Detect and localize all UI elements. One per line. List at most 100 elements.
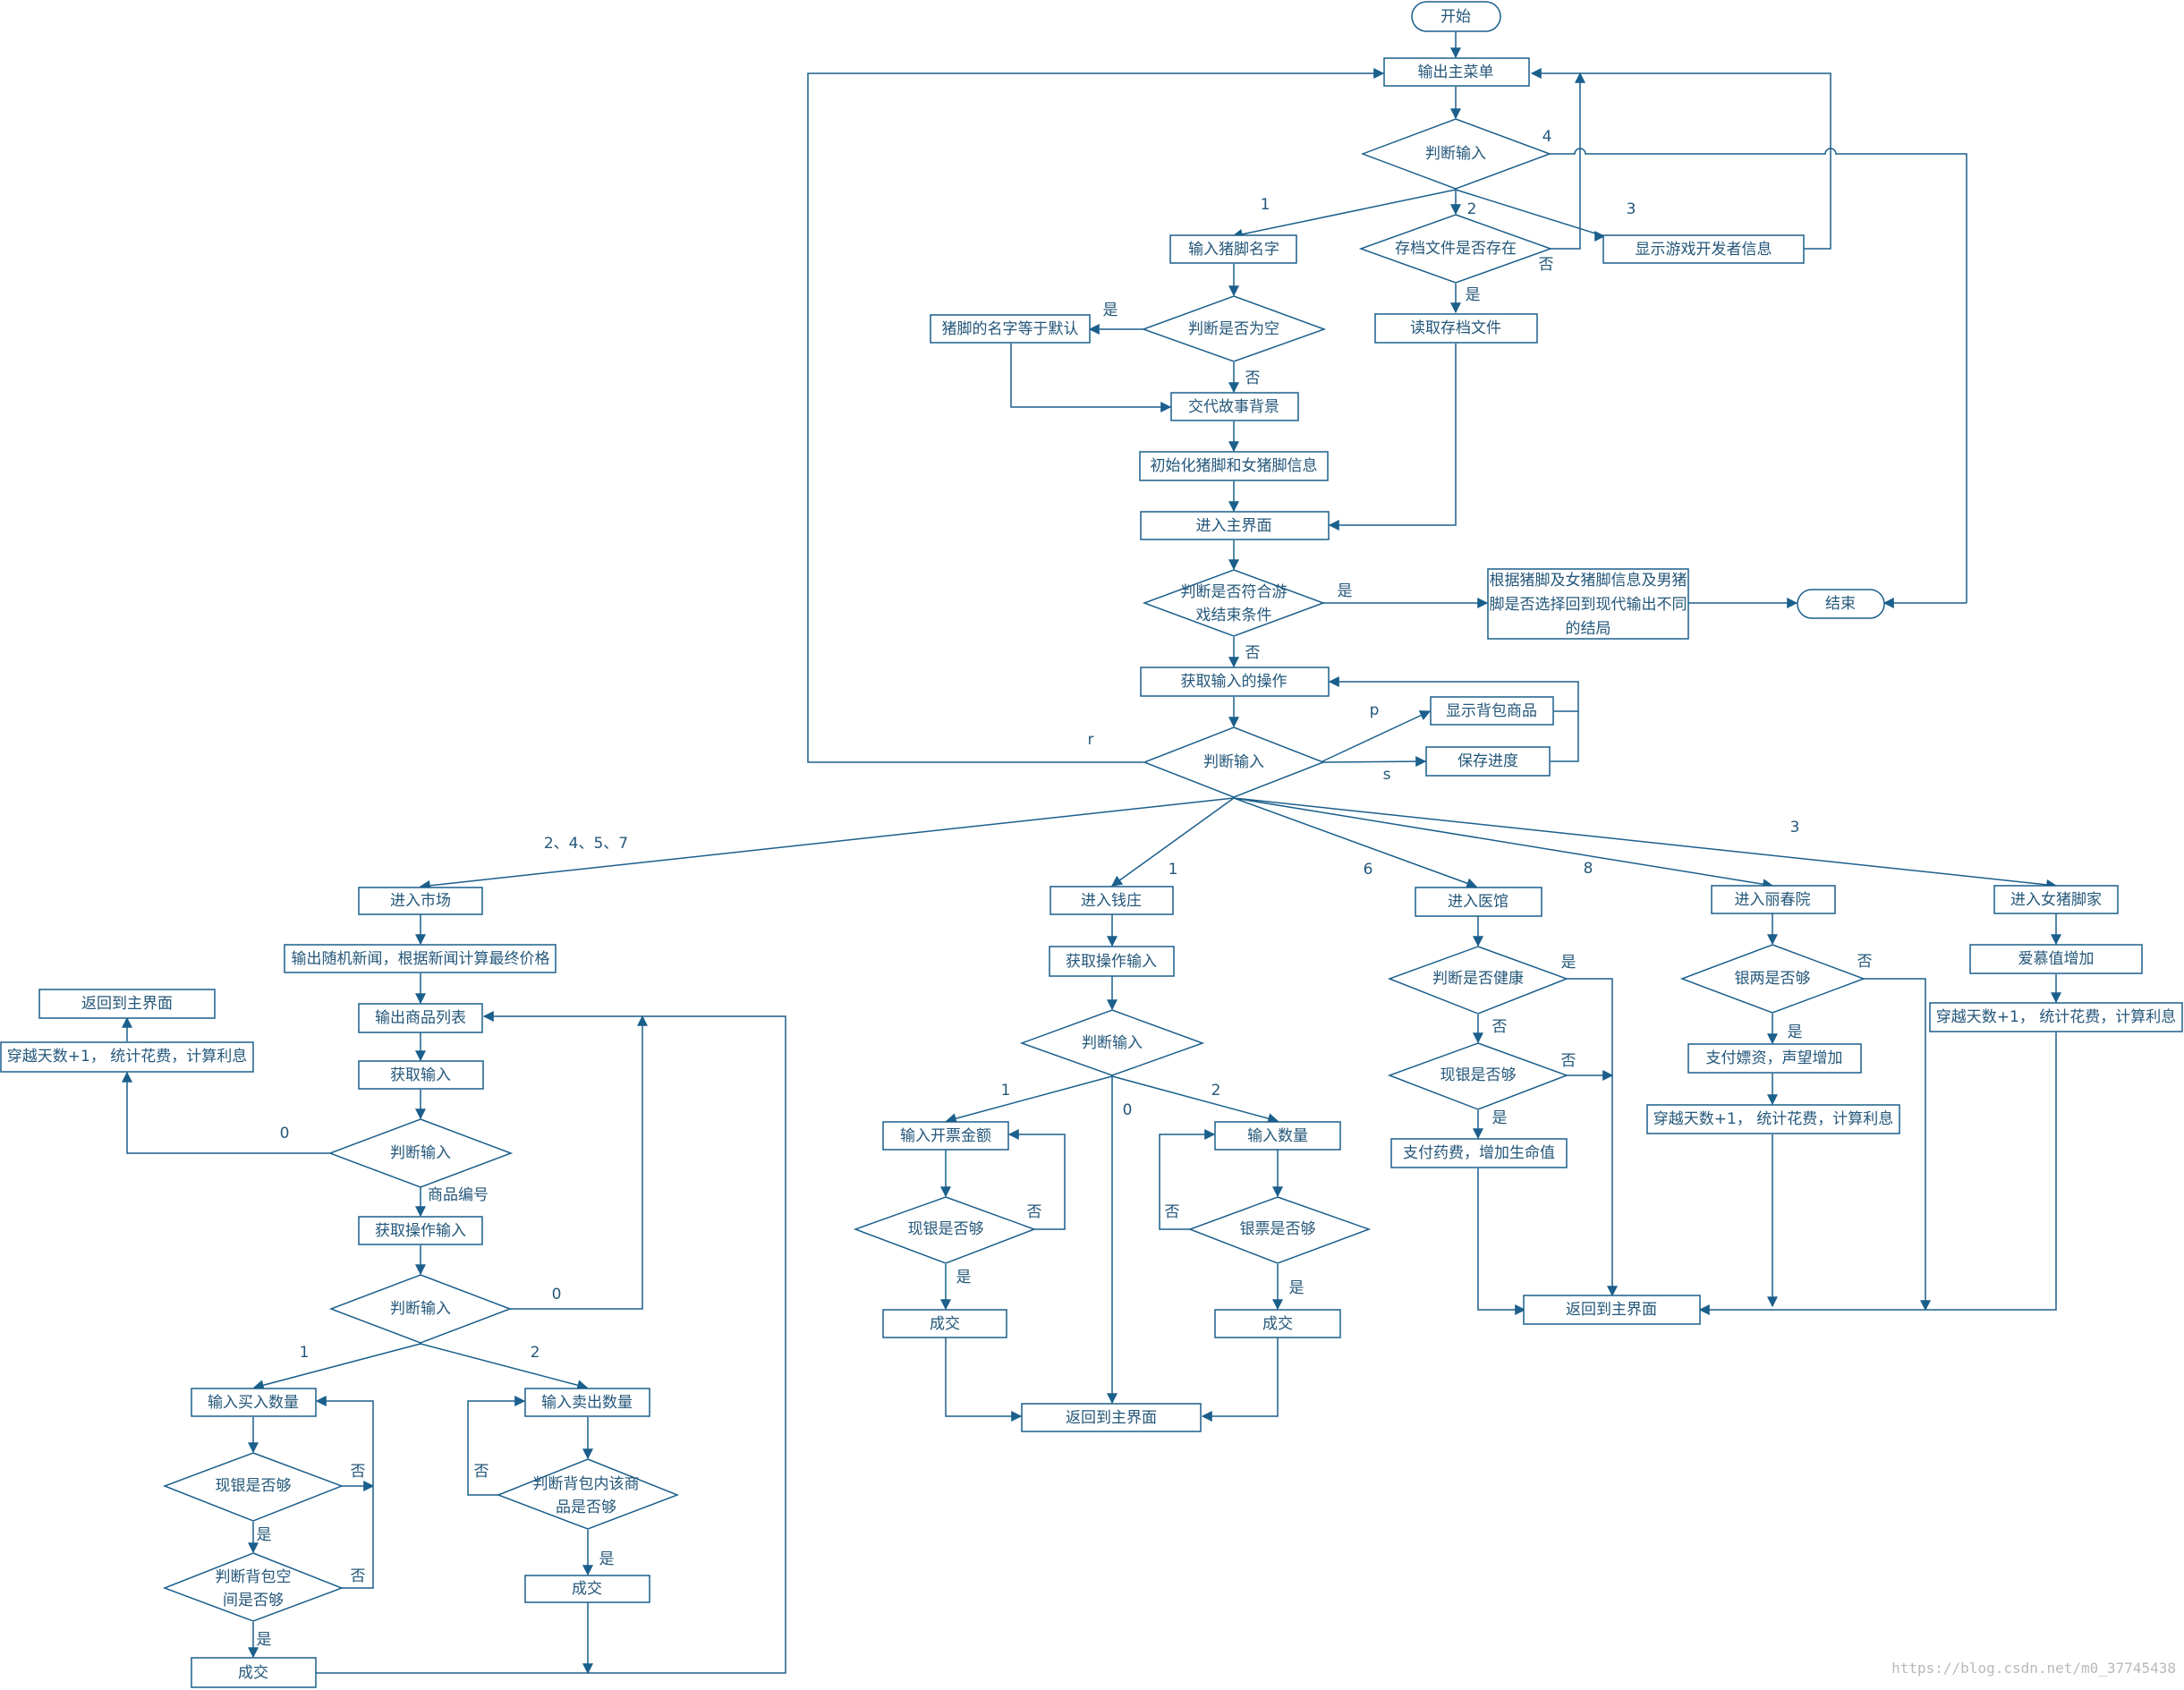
bank-note-diamond: 银票是否够 — [1187, 1196, 1372, 1264]
sell-deal-box: 成交 — [524, 1575, 650, 1603]
edge-label: 2 — [531, 1344, 540, 1362]
judge-input-diamond-1: 判断输入 — [1360, 118, 1552, 190]
svg-text:返回到主界面: 返回到主界面 — [1566, 1301, 1657, 1319]
svg-text:的结局: 的结局 — [1566, 620, 1611, 638]
main-ui-box: 进入主界面 — [1140, 511, 1330, 540]
edge-label: 1 — [1168, 861, 1178, 879]
svg-text:根据猪脚及女猪脚信息及男猪: 根据猪脚及女猪脚信息及男猪 — [1490, 572, 1687, 590]
svg-text:结束: 结束 — [1825, 595, 1856, 613]
svg-text:交代故事背景: 交代故事背景 — [1188, 398, 1279, 416]
svg-text:开始: 开始 — [1440, 8, 1471, 26]
buy-deal-box: 成交 — [191, 1657, 317, 1688]
developer-info-box: 显示游戏开发者信息 — [1602, 234, 1805, 264]
edge-label: 否 — [1492, 1018, 1508, 1036]
edge-label: 否 — [1857, 953, 1873, 971]
healthy-diamond: 判断是否健康 — [1387, 946, 1569, 1015]
svg-text:判断输入: 判断输入 — [1425, 145, 1486, 163]
brothel-days-box: 穿越天数+1， 统计花费，计算利息 — [1646, 1104, 1900, 1134]
get-input-box: 获取输入 — [358, 1060, 484, 1090]
svg-text:返回到主界面: 返回到主界面 — [1066, 1409, 1157, 1427]
edge-label: 否 — [1539, 256, 1554, 274]
back-main-left-box: 返回到主界面 — [38, 989, 216, 1019]
edge-labels: 4 1 2 3 否 是 是 否 是 否 p r s 2、4、5、7 1 6 8 … — [257, 128, 1873, 1649]
back-main-right-box: 返回到主界面 — [1523, 1295, 1701, 1325]
svg-text:输入买入数量: 输入买入数量 — [208, 1394, 299, 1412]
read-save-box: 读取存档文件 — [1374, 313, 1538, 344]
bank-amount-box: 输入开票金额 — [882, 1121, 1009, 1151]
clinic-box: 进入医馆 — [1415, 887, 1542, 917]
market-judge-diamond-2: 判断输入 — [328, 1274, 513, 1344]
edge-label: 否 — [474, 1463, 489, 1481]
start-node: 开始 — [1411, 1, 1501, 32]
svg-text:现银是否够: 现银是否够 — [216, 1477, 292, 1495]
edge-label: 是 — [1788, 1023, 1803, 1041]
edge-label: 6 — [1364, 861, 1373, 879]
edge-label: 3 — [1627, 200, 1636, 218]
svg-text:获取输入: 获取输入 — [390, 1066, 451, 1084]
svg-text:输出随机新闻，根据新闻计算最终价格: 输出随机新闻，根据新闻计算最终价格 — [292, 950, 550, 968]
edge-label: 是 — [1338, 582, 1353, 600]
edge-label: 0 — [280, 1125, 290, 1142]
bank-deal-box-2: 成交 — [1214, 1309, 1341, 1338]
edge-label: 是 — [1103, 301, 1118, 319]
svg-text:进入市场: 进入市场 — [390, 892, 451, 910]
edge-label: 是 — [1466, 286, 1481, 304]
svg-text:戏结束条件: 戏结束条件 — [1196, 607, 1272, 624]
svg-text:输入猪脚名字: 输入猪脚名字 — [1188, 241, 1279, 259]
bank-back-main-box: 返回到主界面 — [1021, 1403, 1202, 1432]
svg-text:判断输入: 判断输入 — [390, 1144, 451, 1162]
svg-text:成交: 成交 — [238, 1664, 268, 1682]
goods-list-box: 输出商品列表 — [358, 1003, 483, 1033]
edge-label: 否 — [1245, 369, 1261, 387]
end-node: 结束 — [1797, 589, 1885, 619]
svg-text:显示游戏开发者信息: 显示游戏开发者信息 — [1636, 241, 1772, 259]
main-menu-box: 输出主菜单 — [1383, 57, 1530, 87]
edge-label: 是 — [599, 1550, 615, 1568]
name-empty-diamond: 判断是否为空 — [1141, 295, 1327, 362]
svg-text:银两是否够: 银两是否够 — [1735, 970, 1811, 988]
svg-text:脚是否选择回到现代输出不同: 脚是否选择回到现代输出不同 — [1490, 596, 1687, 614]
market-cash-diamond: 现银是否够 — [162, 1452, 344, 1522]
edge-label: 是 — [257, 1631, 272, 1649]
edge-label: 4 — [1542, 128, 1552, 146]
watermark-text: https://blog.csdn.net/m0_37745438 — [1891, 1660, 2176, 1677]
edge-label: 否 — [351, 1567, 366, 1585]
bank-box: 进入钱庄 — [1050, 886, 1174, 915]
svg-text:现银是否够: 现银是否够 — [1440, 1066, 1517, 1084]
news-box: 输出随机新闻，根据新闻计算最终价格 — [284, 944, 557, 973]
edge-label: 否 — [1027, 1203, 1042, 1221]
market-box: 进入市场 — [358, 887, 483, 915]
svg-text:间是否够: 间是否够 — [223, 1592, 284, 1609]
svg-text:爱慕值增加: 爱慕值增加 — [2018, 950, 2095, 968]
svg-text:进入丽春院: 进入丽春院 — [1735, 891, 1811, 909]
edge-label: 1 — [300, 1344, 310, 1362]
svg-text:保存进度: 保存进度 — [1457, 752, 1518, 770]
affection-box: 爱慕值增加 — [1969, 944, 2143, 974]
name-default-box: 猪脚的名字等于默认 — [930, 314, 1091, 344]
show-bag-box: 显示背包商品 — [1430, 696, 1554, 726]
svg-text:获取操作输入: 获取操作输入 — [375, 1222, 466, 1240]
svg-text:判断是否健康: 判断是否健康 — [1432, 970, 1524, 988]
get-operation-box: 获取输入的操作 — [1140, 667, 1330, 697]
svg-text:穿越天数+1， 统计花费，计算利息: 穿越天数+1， 统计花费，计算利息 — [7, 1048, 247, 1066]
svg-text:获取操作输入: 获取操作输入 — [1066, 953, 1157, 971]
init-info-box: 初始化猪脚和女猪脚信息 — [1139, 451, 1329, 481]
svg-text:存档文件是否存在: 存档文件是否存在 — [1395, 240, 1517, 258]
edge-label: 否 — [351, 1463, 366, 1481]
svg-text:输入卖出数量: 输入卖出数量 — [541, 1394, 633, 1412]
edge-label: p — [1370, 701, 1380, 719]
edge-label: 0 — [552, 1286, 562, 1304]
svg-text:判断输入: 判断输入 — [1082, 1034, 1143, 1052]
svg-text:进入主界面: 进入主界面 — [1196, 517, 1272, 535]
edge-label: 是 — [956, 1269, 972, 1287]
days-left-box: 穿越天数+1， 统计花费，计算利息 — [0, 1041, 254, 1073]
silver-diamond: 银两是否够 — [1679, 944, 1866, 1014]
edge-label: 2 — [1467, 200, 1477, 218]
svg-text:判断是否为空: 判断是否为空 — [1188, 320, 1279, 338]
svg-text:银票是否够: 银票是否够 — [1240, 1220, 1316, 1238]
svg-text:获取输入的操作: 获取输入的操作 — [1181, 673, 1287, 691]
market-get-op-box: 获取操作输入 — [358, 1216, 483, 1245]
edge-label: 否 — [1165, 1203, 1180, 1221]
svg-text:支付嫖资，声望增加: 支付嫖资，声望增加 — [1706, 1049, 1843, 1067]
edge-label: 是 — [1289, 1279, 1304, 1297]
